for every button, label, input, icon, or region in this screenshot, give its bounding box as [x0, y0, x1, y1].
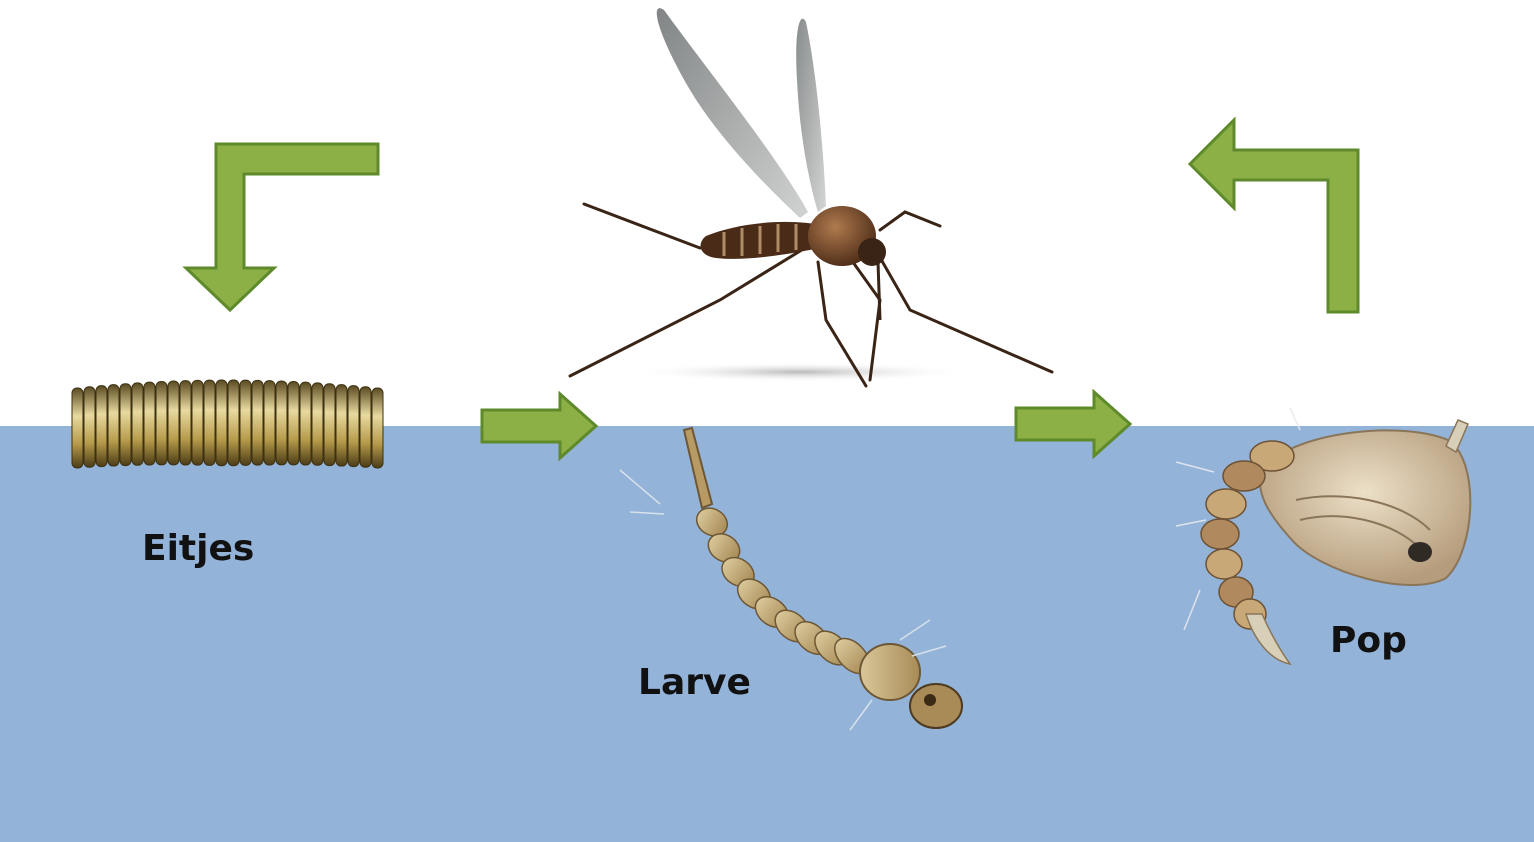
- eggs-raft-illustration: [72, 380, 383, 468]
- mosquito-proboscis: [878, 262, 880, 320]
- egg: [72, 388, 83, 468]
- egg: [348, 386, 359, 467]
- egg: [276, 381, 287, 465]
- egg: [84, 387, 95, 467]
- egg: [228, 380, 239, 466]
- egg: [132, 383, 143, 465]
- pupa-segment: [1206, 489, 1246, 519]
- pupa-segment: [1206, 549, 1242, 579]
- pupa-segment: [1223, 461, 1265, 491]
- egg: [156, 382, 167, 465]
- stage-label-larva: Larve: [638, 662, 751, 703]
- egg: [312, 383, 323, 465]
- egg: [252, 380, 263, 465]
- egg: [192, 380, 203, 465]
- egg: [288, 382, 299, 465]
- egg: [144, 382, 155, 465]
- egg: [216, 380, 227, 466]
- egg: [96, 386, 107, 467]
- egg: [264, 381, 275, 465]
- egg: [108, 385, 119, 466]
- egg: [360, 387, 371, 467]
- mosquito-shadow: [630, 362, 970, 382]
- egg: [324, 384, 335, 466]
- egg: [180, 381, 191, 465]
- egg: [336, 385, 347, 466]
- pupa-segment: [1201, 519, 1239, 549]
- egg: [372, 388, 383, 468]
- egg: [120, 384, 131, 466]
- egg: [204, 380, 215, 465]
- egg: [300, 382, 311, 465]
- mosquito-head: [858, 238, 886, 266]
- egg: [168, 381, 179, 465]
- stage-label-eggs: Eitjes: [142, 528, 254, 569]
- egg: [240, 380, 251, 465]
- stage-label-pupa: Pop: [1330, 620, 1407, 661]
